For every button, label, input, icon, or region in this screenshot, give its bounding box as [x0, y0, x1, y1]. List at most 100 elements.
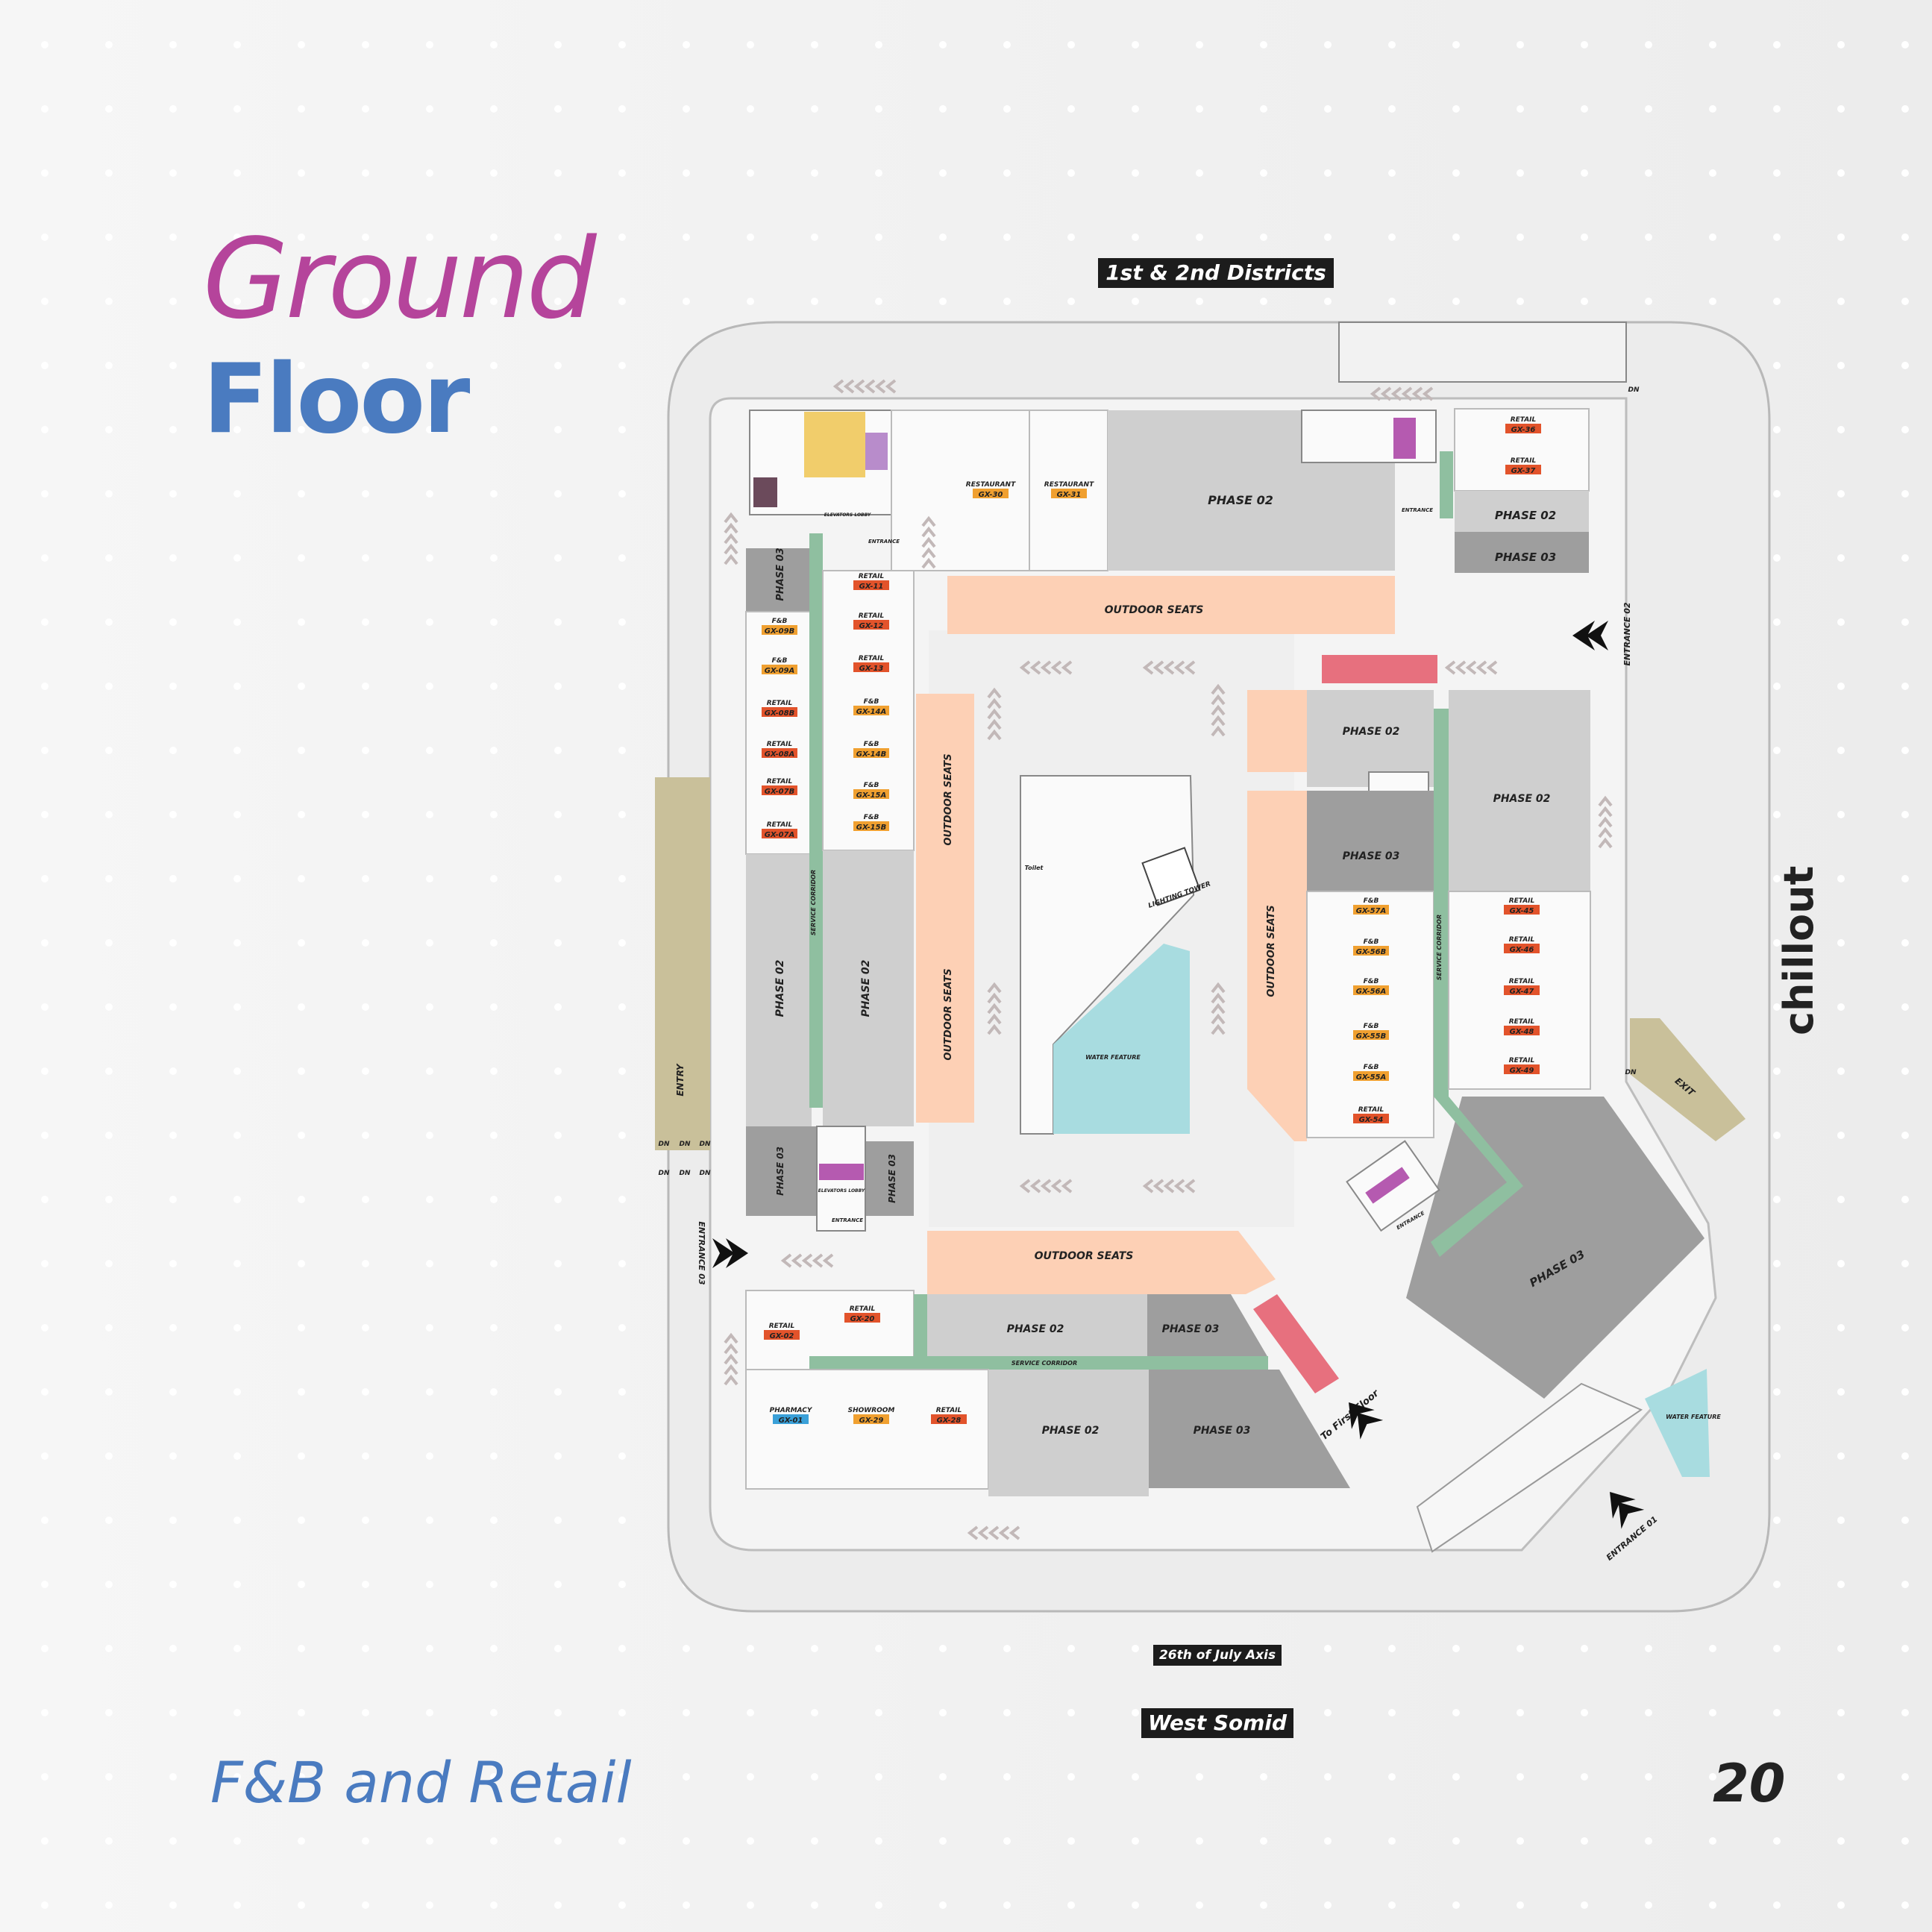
arrow-far-right-1: [1598, 806, 1613, 818]
outdoor-seats-label-left-a: OUTDOOR SEATS: [943, 753, 954, 845]
entrance-label-left-bottom: ENTRANCE: [832, 1217, 863, 1223]
entrance-03-label: ENTRANCE 03: [697, 1221, 706, 1285]
arrow-plaza-bottom-a-3: [1050, 1179, 1062, 1194]
unit-outer-right-2-type: RETAIL: [1509, 978, 1535, 985]
arrow-far-left-b-1: [724, 1343, 738, 1355]
phase-03-label-right: PHASE 03: [1343, 850, 1400, 862]
arrow-far-left-a-3: [724, 543, 738, 555]
elevator-lobby-left: [819, 1164, 864, 1180]
unit-left-1-code: GX-09A: [765, 667, 795, 675]
entrance-01-arrow: [1610, 1492, 1645, 1529]
unit-bottom-0-tag: [764, 1330, 800, 1340]
unit-inner-left-6-type: F&B: [864, 814, 879, 821]
unit-inner-left-4-tag: [853, 748, 889, 758]
unit-inner-left-5-type: F&B: [864, 782, 879, 789]
unit-outer-right-0-tag: [1504, 905, 1540, 915]
water-feature-label: WATER FEATURE: [1085, 1054, 1141, 1061]
unit-left-5-tag: [762, 829, 797, 838]
arrow-far-right-2: [1598, 816, 1613, 828]
chillout-logo: chillout: [1775, 866, 1822, 1043]
water-feature-right: [1645, 1369, 1710, 1477]
arrow-top-left-2: [853, 379, 865, 394]
entrance-02-label: ENTRANCE 02: [1622, 602, 1632, 665]
outdoor-seats-label-left-b: OUTDOOR SEATS: [943, 968, 954, 1060]
unit-inner-left-3-tag: [853, 706, 889, 715]
unit-bottom-1-code: GX-20: [850, 1315, 875, 1323]
arrow-plaza-bottom-a-1: [1029, 1179, 1041, 1194]
unit-outer-right-2-tag: [1504, 985, 1540, 995]
street-top-districts: 1st & 2nd Districts: [1098, 258, 1334, 288]
unit-inner-right-1-code: GX-56B: [1356, 948, 1386, 956]
arrow-right-vertical-a-0: [1211, 683, 1226, 695]
arrow-right-vertical-b-1: [1211, 992, 1226, 1004]
unit-left-2-type: RETAIL: [767, 700, 793, 707]
unit-inner-left-0-tag: [853, 580, 889, 590]
lighting-tower: [1141, 847, 1201, 906]
unit-outer-right-4-code: GX-49: [1510, 1067, 1534, 1075]
unit-inner-right-5-code: GX-54: [1359, 1116, 1384, 1124]
dn-label-left-0: DN: [658, 1141, 669, 1148]
phase-02-label-right-b: PHASE 02: [1493, 793, 1551, 805]
unit-inner-right-2-code: GX-56A: [1356, 988, 1387, 996]
phase-03-label-top-right: PHASE 03: [1495, 551, 1556, 564]
unit-inner-left-3-code: GX-14A: [856, 708, 887, 716]
arrow-top-inner-left-0: [921, 515, 936, 527]
unit-bottom-0-code: GX-02: [770, 1332, 794, 1340]
unit-left-3-type: RETAIL: [767, 741, 793, 748]
unit-left-2-code: GX-08B: [765, 709, 794, 718]
unit-inner-left-1-type: RETAIL: [859, 612, 885, 620]
unit-inner-right-2-tag: [1353, 985, 1389, 995]
arrow-far-left-a-1: [724, 522, 738, 534]
unit-inner-right-5-tag: [1353, 1114, 1389, 1123]
unit-left-1-type: F&B: [772, 657, 788, 665]
unit-inner-left-2-code: GX-13: [859, 665, 884, 673]
unit-outer-right-0-type: RETAIL: [1509, 897, 1535, 905]
outdoor-seats-bottom: [927, 1231, 1276, 1294]
unit-inner-left-1-code: GX-12: [859, 622, 884, 630]
phase-02-block-top-right: [1455, 491, 1589, 532]
arrow-top-right-3: [1401, 386, 1413, 401]
water-feature-center: [1053, 944, 1190, 1134]
arrow-plaza-bottom-b-4: [1184, 1179, 1196, 1194]
phase-03-label-bottom-b: PHASE 03: [1194, 1425, 1251, 1437]
outdoor-seats-top: [947, 576, 1395, 634]
title-ground: Ground: [203, 215, 597, 343]
unit-restaurant-1-type: RESTAURANT: [1044, 481, 1094, 489]
arrow-far-left-a-4: [724, 553, 738, 565]
unit-inner-right-3-type: F&B: [1364, 1023, 1379, 1030]
dn-label-left-1: DN: [679, 1141, 690, 1148]
arrow-top-right-4: [1411, 386, 1423, 401]
arrow-top-inner-left-2: [921, 536, 936, 548]
arrow-far-left-b-3: [724, 1364, 738, 1376]
unit-inner-left-4-code: GX-14B: [856, 750, 886, 759]
arrow-plaza-top-a-3: [1050, 660, 1062, 675]
outdoor-seats-label-right: OUTDOOR SEATS: [1266, 905, 1277, 997]
unit-inner-right-0-code: GX-57A: [1356, 907, 1387, 915]
arrow-right-vertical-b-4: [1211, 1023, 1226, 1035]
arrow-plaza-top-b-2: [1163, 660, 1175, 675]
service-corridor-label-left: SERVICE CORRIDOR: [810, 870, 817, 935]
unit-bottom-2-code: GX-01: [779, 1417, 803, 1425]
unit-inner-left-3-type: F&B: [864, 698, 879, 706]
street-bottom-west-somid: West Somid: [1141, 1708, 1293, 1738]
unit-left-3-tag: [762, 748, 797, 758]
phase-02-label-left-b: PHASE 02: [860, 960, 872, 1017]
top-service-area: [1338, 322, 1627, 383]
escalator-bottom: [1253, 1294, 1339, 1393]
outdoor-seats-right-b: [1247, 791, 1307, 1141]
phase-02-block-bottom-b: [988, 1370, 1149, 1496]
arrow-top-left-1: [843, 379, 855, 394]
unit-outer-right-1-tag: [1504, 944, 1540, 953]
arrow-right-top-1: [1455, 660, 1467, 675]
arrow-left-bottom-3: [812, 1253, 824, 1268]
arrow-bottom-2: [988, 1525, 1000, 1540]
unit-bottom-1-tag: [844, 1313, 880, 1323]
arrow-plaza-top-b-0: [1142, 660, 1154, 675]
arrow-right-vertical-a-1: [1211, 694, 1226, 706]
arrow-right-top-0: [1444, 660, 1456, 675]
arrow-left-vertical-a-3: [987, 718, 1002, 730]
unit-left-4-type: RETAIL: [767, 778, 793, 785]
arrow-right-top-3: [1475, 660, 1487, 675]
arrow-left-vertical-b-1: [987, 992, 1002, 1004]
